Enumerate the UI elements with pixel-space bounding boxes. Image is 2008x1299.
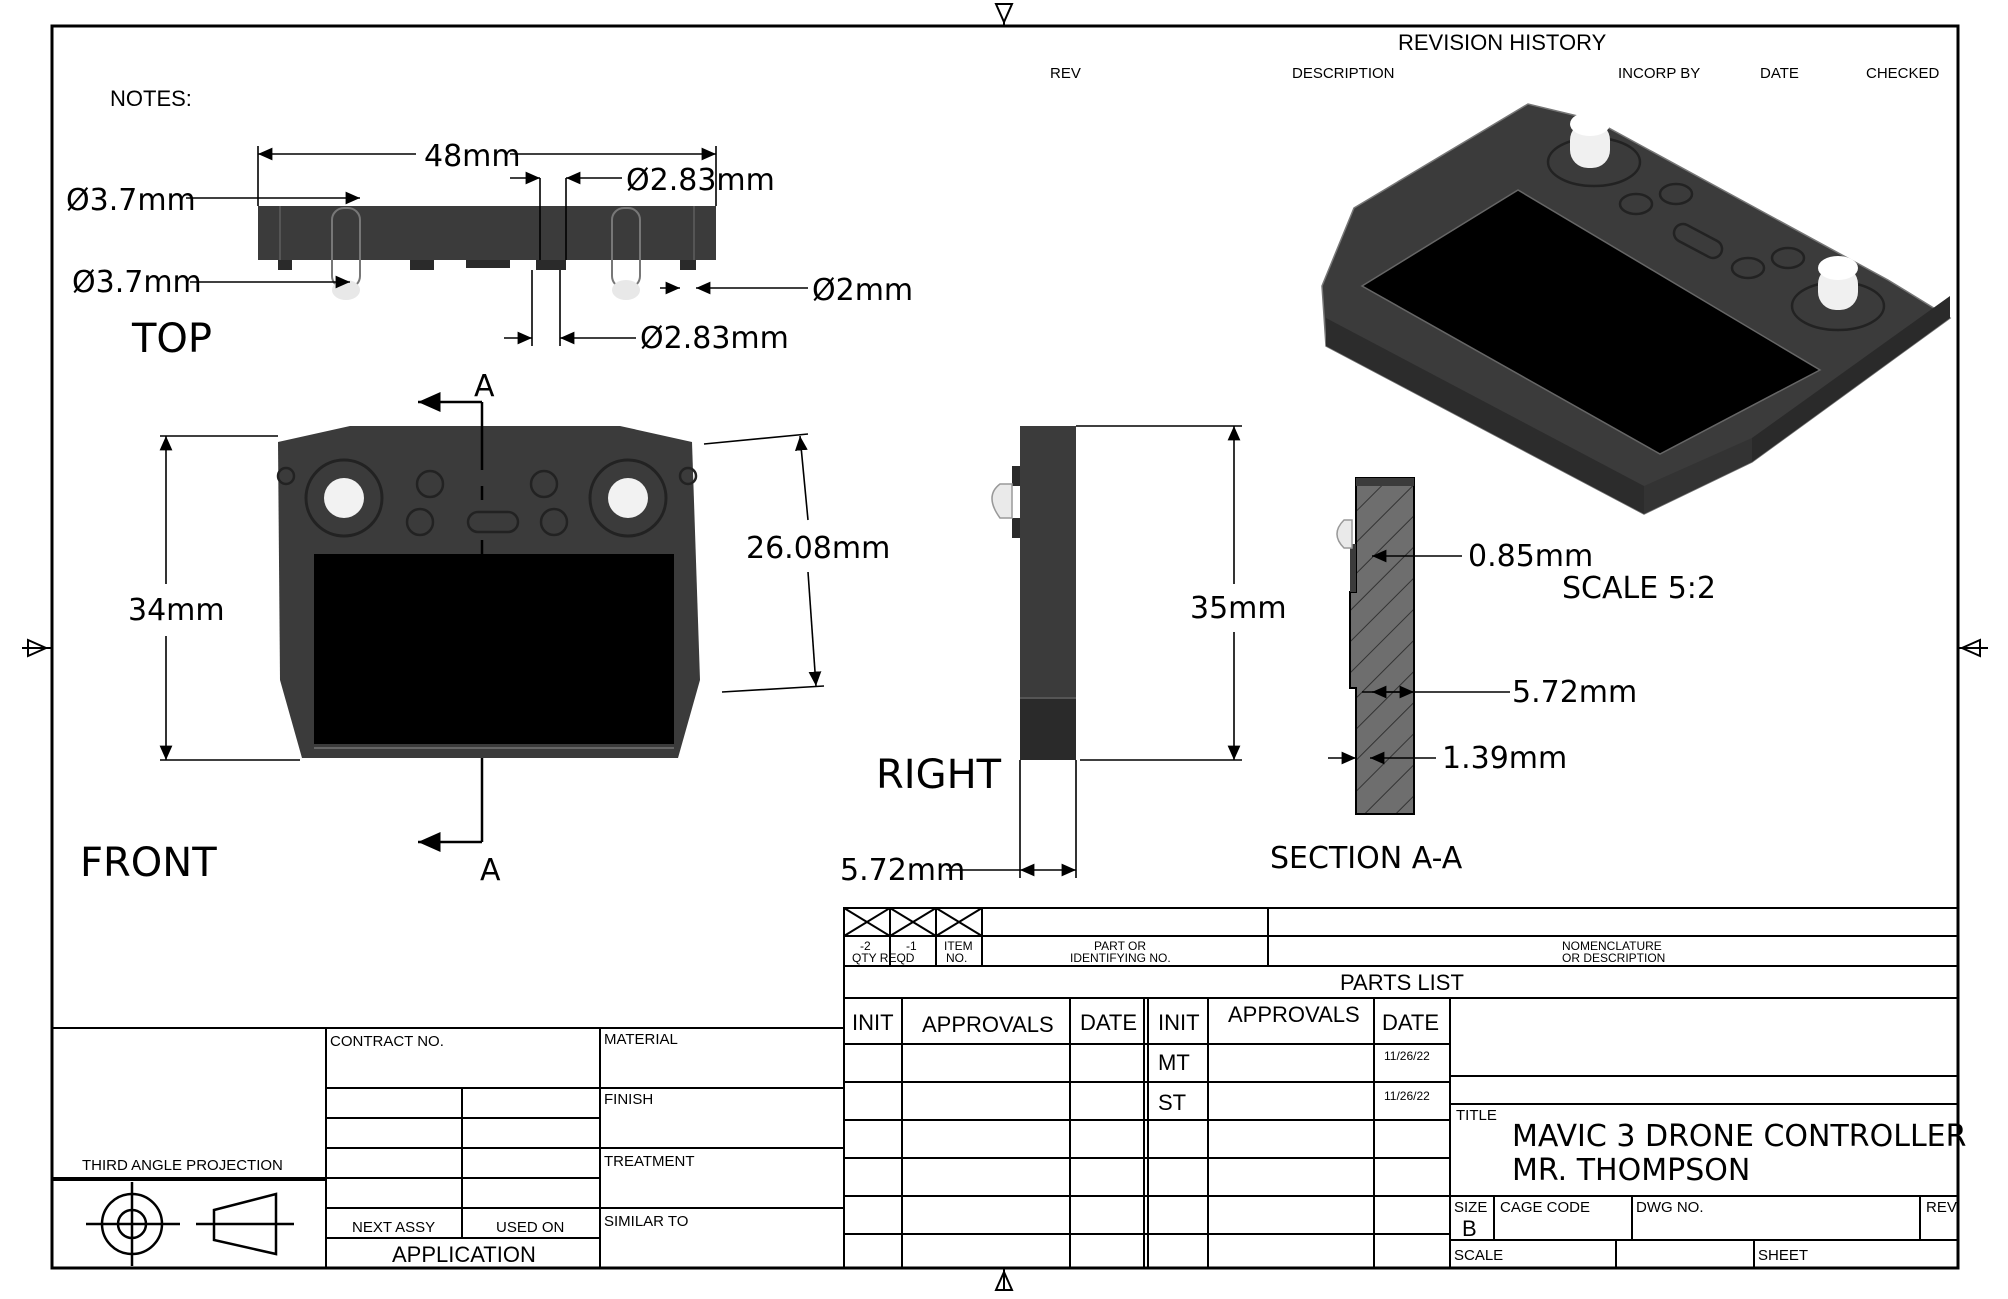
next-assy-label: NEXT ASSY [352, 1219, 435, 1236]
left-block-labels: CONTRACT NO. MATERIAL FINISH TREATMENT S… [82, 1031, 695, 1236]
dim-front-screen: 26.08mm [746, 531, 890, 566]
front-view: A A 34mm 26.08mm FRONT [80, 369, 890, 888]
parts-list-labels: -2 -1 ITEM QTY REQD NO. PART OR IDENTIFY… [852, 939, 1665, 965]
cage-code-label: CAGE CODE [1500, 1199, 1590, 1216]
parts-list [843, 907, 1959, 999]
rev-header: REV [1050, 65, 1081, 82]
parts-list-title: PARTS LIST [1340, 970, 1464, 995]
section-body [1349, 477, 1415, 815]
top-body [258, 206, 716, 260]
dim-front-height: 34mm [128, 593, 225, 628]
material-label: MATERIAL [604, 1031, 678, 1048]
dim-top-hole-c: Ø2.83mm [626, 163, 775, 198]
contract-no-label: CONTRACT NO. [330, 1033, 444, 1050]
approval-date-mt: 11/26/22 [1384, 1049, 1430, 1063]
revision-headers: REV DESCRIPTION INCORP BY DATE CHECKED [1050, 65, 1940, 82]
isometric-view [1321, 103, 1952, 515]
title-label: TITLE [1456, 1107, 1497, 1124]
item-no-label: NO. [946, 951, 967, 965]
view-label-top: TOP [131, 316, 212, 362]
application-label: APPLICATION [392, 1242, 536, 1267]
centering-marks [22, 3, 1988, 1291]
approvals-header-1: APPROVALS [922, 1012, 1054, 1037]
date-header: DATE [1760, 65, 1799, 82]
or-description-label: OR DESCRIPTION [1562, 951, 1665, 965]
drawing-title-line2: MR. THOMPSON [1512, 1153, 1750, 1188]
qty-a: -2 [860, 939, 871, 953]
approvals-grid [843, 997, 1451, 1269]
dim-top-hole-b: Ø3.7mm [72, 265, 202, 300]
right-view: 35mm 5.72mm RIGHT [840, 425, 1287, 888]
date-header-2: DATE [1382, 1010, 1439, 1035]
similar-to-label: SIMILAR TO [604, 1213, 688, 1230]
used-on-label: USED ON [496, 1219, 564, 1236]
rev-label: REV [1926, 1199, 1957, 1216]
third-angle-projection-icon [86, 1182, 294, 1266]
treatment-label: TREATMENT [604, 1153, 695, 1170]
dim-top-hole-a: Ø3.7mm [66, 183, 196, 218]
dim-section-c: 1.39mm [1442, 741, 1567, 776]
approval-init-st: ST [1158, 1090, 1186, 1115]
notes-label: NOTES: [110, 86, 192, 111]
view-label-front: FRONT [80, 840, 217, 886]
third-angle-label: THIRD ANGLE PROJECTION [82, 1157, 283, 1174]
finish-label: FINISH [604, 1091, 653, 1108]
size-value: B [1462, 1216, 1477, 1241]
dim-top-width: 48mm [424, 139, 521, 174]
section-view: 0.85mm 5.72mm 1.39mm SCALE 5:2 SECTION A… [1270, 477, 1716, 876]
approvals-header-2: APPROVALS [1228, 1002, 1360, 1027]
view-label-right: RIGHT [876, 752, 1002, 798]
dwg-no-label: DWG NO. [1636, 1199, 1704, 1216]
sheet-label: SHEET [1758, 1247, 1808, 1264]
init-header-1: INIT [852, 1010, 894, 1035]
right-body [1020, 426, 1076, 698]
section-marker-bottom: A [480, 853, 501, 888]
dim-top-hole-e: Ø2.83mm [640, 321, 789, 356]
size-label: SIZE [1454, 1199, 1487, 1216]
scale-label: SCALE 5:2 [1562, 571, 1716, 606]
dim-right-height: 35mm [1190, 591, 1287, 626]
dim-section-a: 0.85mm [1468, 539, 1593, 574]
approvals-headers: INIT APPROVALS DATE INIT APPROVALS DATE … [852, 1002, 1439, 1115]
incorp-header: INCORP BY [1618, 65, 1700, 82]
section-marker-top: A [474, 369, 495, 404]
iso-screen [1360, 189, 1822, 455]
dim-section-b: 5.72mm [1512, 675, 1637, 710]
revision-title: REVISION HISTORY [1398, 30, 1607, 55]
init-header-2: INIT [1158, 1010, 1200, 1035]
view-label-section: SECTION A-A [1270, 841, 1463, 876]
qty-reqd-label: QTY REQD [852, 951, 915, 965]
scale-field-label: SCALE [1454, 1247, 1503, 1264]
dim-top-hole-d: Ø2mm [812, 273, 913, 308]
title-block [1449, 997, 1959, 1269]
qty-b: -1 [906, 939, 917, 953]
date-header-1: DATE [1080, 1010, 1137, 1035]
approval-date-st: 11/26/22 [1384, 1089, 1430, 1103]
top-view: 48mm Ø3.7mm Ø3.7mm Ø2.83mm Ø2mm Ø2.83mm … [66, 139, 913, 362]
nomenclature-label: NOMENCLATURE [1562, 939, 1662, 953]
approval-init-mt: MT [1158, 1050, 1190, 1075]
dim-right-depth: 5.72mm [840, 853, 965, 888]
front-screen [314, 554, 674, 744]
part-or-label: PART OR [1094, 939, 1146, 953]
checked-header: CHECKED [1866, 65, 1940, 82]
left-block [51, 1027, 845, 1269]
description-header: DESCRIPTION [1292, 65, 1395, 82]
item-label: ITEM [944, 939, 973, 953]
drawing-title-line1: MAVIC 3 DRONE CONTROLLER [1512, 1119, 1966, 1154]
identifying-label: IDENTIFYING NO. [1070, 951, 1171, 965]
